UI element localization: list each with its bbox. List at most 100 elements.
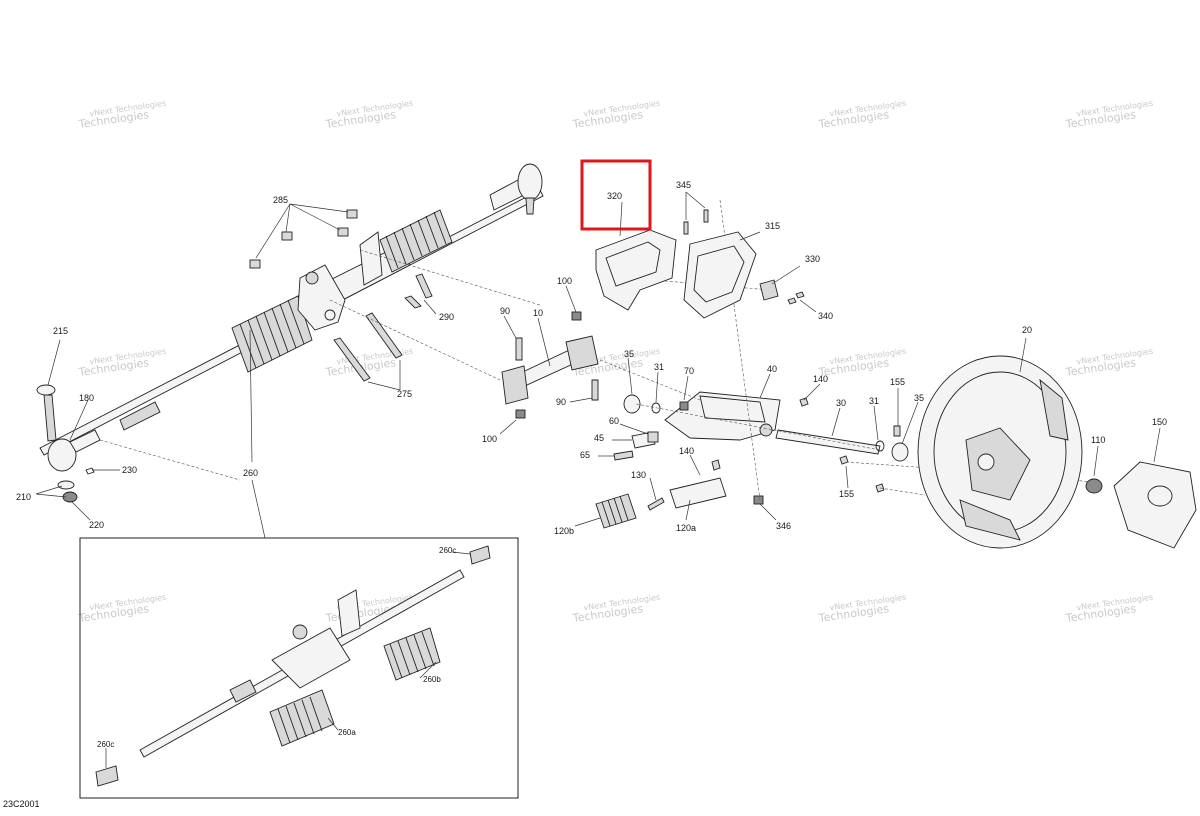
clip-31 — [651, 402, 661, 414]
label-130: 130 — [631, 470, 646, 480]
bolt-275-b — [333, 337, 371, 382]
bolt-65 — [613, 450, 634, 461]
bushing-35-b — [891, 442, 909, 462]
nut-100-a — [571, 311, 582, 321]
washer-210 — [57, 480, 75, 490]
label-140-right: 140 — [813, 374, 828, 384]
part-labels: 285 290 215 180 275 230 260 210 220 260c… — [16, 180, 1167, 749]
guide-line — [359, 249, 541, 306]
bolt-140-b — [799, 397, 809, 407]
label-275: 275 — [397, 389, 412, 399]
bushing-60 — [647, 431, 659, 443]
label-346: 346 — [776, 521, 791, 531]
label-110: 110 — [1091, 435, 1105, 445]
leader-lines-left — [35, 203, 437, 539]
label-155-bottom: 155 — [839, 489, 854, 499]
label-260: 260 — [243, 468, 258, 478]
label-320: 320 — [607, 191, 622, 201]
label-285: 285 — [273, 195, 288, 205]
cover-315 — [683, 231, 757, 319]
guide-line — [635, 403, 881, 451]
sleeve-260c-bottom — [95, 765, 119, 787]
label-60: 60 — [609, 416, 619, 426]
bolt-90-a — [515, 337, 523, 361]
bolt-215-head — [36, 384, 56, 396]
tilt-actuator-120a — [669, 477, 727, 509]
label-20: 20 — [1022, 325, 1032, 335]
cotter-pin-230 — [85, 467, 95, 475]
nut-100-b — [515, 409, 526, 419]
sleeve-260c-top — [469, 545, 491, 565]
label-120a: 120a — [676, 523, 696, 533]
tie-rod-stud-right — [525, 197, 535, 215]
leader-lines-center — [499, 201, 919, 527]
label-35-right: 35 — [914, 393, 924, 403]
rack-shaft-collar — [119, 401, 161, 431]
label-260c-top: 260c — [439, 546, 456, 555]
steering-column-assembly — [501, 199, 1091, 529]
guide-line — [599, 359, 701, 401]
label-180: 180 — [79, 393, 94, 403]
tie-rod-end-left — [47, 438, 77, 472]
label-340: 340 — [818, 311, 833, 321]
screw-340-b — [795, 291, 805, 299]
inset-collar — [229, 679, 257, 703]
column-covers — [595, 191, 817, 319]
label-330: 330 — [805, 254, 820, 264]
label-260c-bottom: 260c — [97, 740, 114, 749]
guide-line — [879, 487, 926, 496]
label-150: 150 — [1152, 417, 1167, 427]
tie-rod-end-right — [517, 163, 543, 201]
boot-120b — [595, 493, 637, 529]
label-10: 10 — [533, 308, 543, 318]
bolt-140-a — [711, 459, 721, 471]
bolt-275-a — [365, 312, 403, 359]
label-100-top: 100 — [557, 276, 572, 286]
label-230: 230 — [122, 465, 137, 475]
nut-285-c — [281, 231, 293, 241]
cover-315-window — [693, 245, 745, 303]
label-40: 40 — [767, 364, 777, 374]
label-155-top: 155 — [890, 377, 905, 387]
bushing-35 — [623, 394, 641, 414]
wheel-hub-center — [977, 453, 995, 471]
label-65: 65 — [580, 450, 590, 460]
label-31-left: 31 — [654, 362, 664, 372]
label-290: 290 — [439, 312, 454, 322]
inset-box — [79, 537, 519, 799]
guide-line — [99, 439, 241, 481]
label-30: 30 — [836, 398, 846, 408]
screw-340-a — [787, 297, 797, 305]
diagram-code: 23C2001 — [3, 799, 40, 809]
u-joint-lower — [501, 365, 529, 405]
cover-320-detail — [605, 241, 661, 287]
label-31-right: 31 — [869, 396, 879, 406]
label-140-center: 140 — [679, 446, 694, 456]
column-bushing — [759, 423, 773, 437]
label-215: 215 — [53, 326, 68, 336]
steering-shaft — [775, 429, 881, 455]
boot-260b — [383, 627, 441, 681]
label-260b: 260b — [423, 675, 441, 684]
label-315: 315 — [765, 221, 780, 231]
steering-wheel — [917, 337, 1083, 549]
u-joint-upper — [565, 335, 599, 371]
inset-mount-bracket — [337, 589, 361, 637]
bolt-290-b — [404, 295, 422, 309]
guide-line — [329, 299, 501, 381]
highlight-box-320 — [580, 159, 652, 231]
pinion-cap — [305, 271, 319, 285]
boot-260a — [269, 689, 335, 747]
label-90-top: 90 — [500, 306, 510, 316]
nut-70 — [679, 401, 689, 411]
label-45: 45 — [594, 433, 604, 443]
screw-155-b — [839, 455, 849, 465]
pinion-port — [324, 309, 336, 321]
bolt-290-a — [415, 273, 433, 299]
screw-345-a — [683, 221, 689, 235]
nut-285-d — [249, 259, 261, 269]
nut-285-a — [346, 209, 358, 219]
inset-pinion-cap — [292, 624, 308, 640]
label-90-bottom: 90 — [556, 397, 566, 407]
